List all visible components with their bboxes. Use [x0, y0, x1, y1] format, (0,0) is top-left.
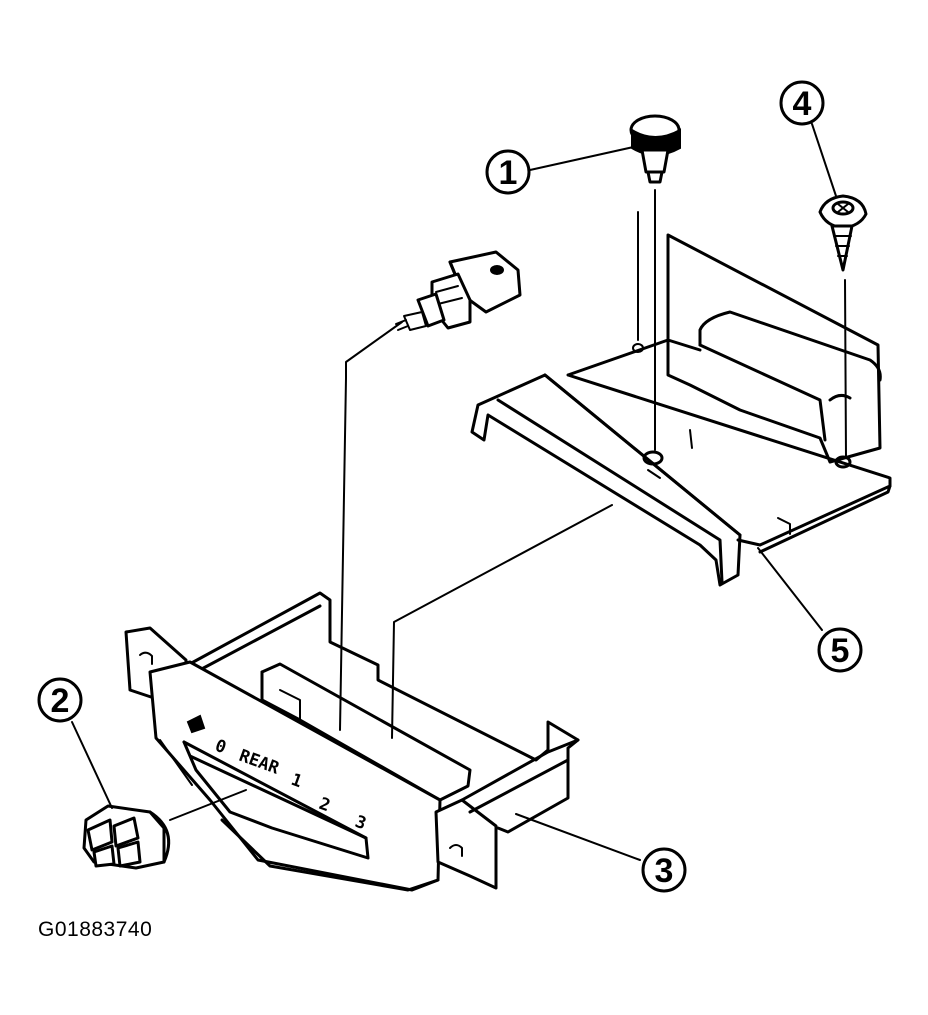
svg-text:4: 4	[793, 85, 812, 123]
push-pin	[629, 114, 681, 451]
figure-id-label: G01883740	[38, 918, 153, 941]
mounting-bracket	[470, 233, 892, 587]
leader-1	[529, 145, 639, 171]
callout-2: 2	[37, 677, 83, 723]
screw	[818, 194, 868, 459]
control-panel-housing	[124, 591, 580, 892]
callout-3: 3	[641, 847, 687, 893]
callout-5: 5	[817, 627, 863, 673]
callout-1: 1	[485, 149, 531, 195]
leader-3	[515, 813, 641, 861]
svg-text:5: 5	[831, 632, 850, 670]
svg-text:3: 3	[655, 852, 674, 890]
wiring-connector	[339, 250, 522, 731]
leader-5	[757, 547, 823, 631]
fan-icon	[186, 714, 206, 734]
svg-text:2: 2	[51, 682, 70, 720]
ground-wire	[391, 504, 613, 739]
leader-2	[71, 721, 113, 809]
switch-bulb	[82, 789, 247, 870]
leader-4	[811, 123, 837, 197]
callout-4: 4	[779, 80, 825, 126]
svg-text:1: 1	[499, 154, 518, 192]
